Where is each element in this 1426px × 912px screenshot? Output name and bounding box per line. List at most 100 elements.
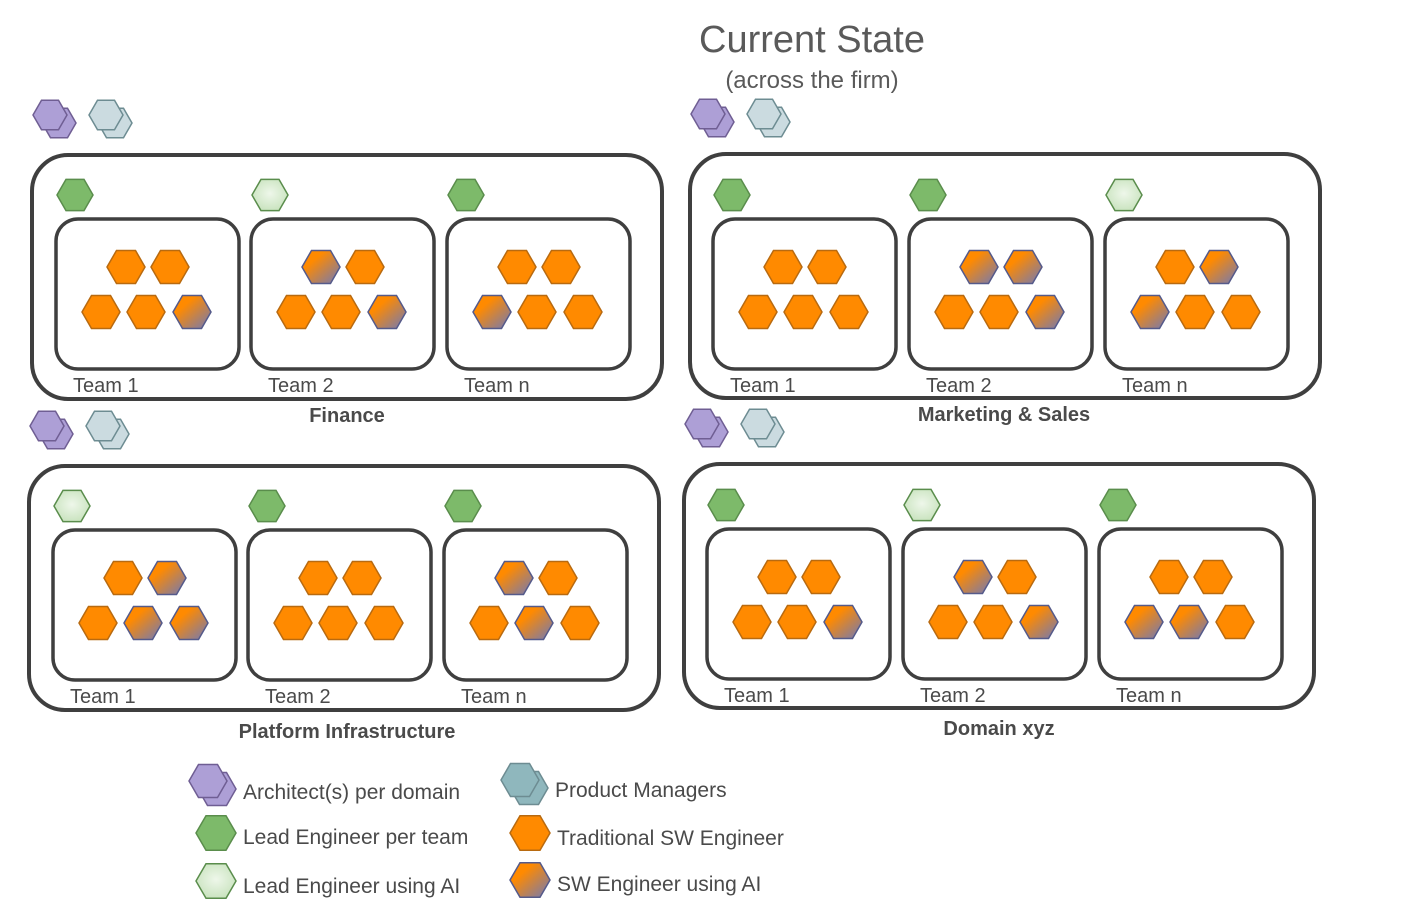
legend-label: Product Managers: [555, 779, 727, 802]
traditional-engineer-icon: [345, 249, 385, 285]
architect-icon-front: [690, 98, 726, 130]
legend-label: Lead Engineer using AI: [243, 875, 460, 898]
lead-engineer-icon: [444, 489, 482, 523]
team-box: [51, 528, 238, 682]
traditional-engineer-icon: [1175, 294, 1215, 330]
team-box: [1103, 217, 1290, 371]
traditional-engineer-icon: [829, 294, 869, 330]
team-1: Team 1: [705, 488, 892, 707]
traditional-engineer-icon: [497, 249, 537, 285]
ai-engineer-icon: [1025, 294, 1065, 330]
traditional-engineer-icon: [126, 294, 166, 330]
team-1: Team 1: [711, 178, 898, 397]
product-manager-icon: [740, 408, 785, 448]
traditional-engineer-icon: [563, 294, 603, 330]
team-label: Team 1: [730, 375, 796, 397]
ai-engineer-icon: [823, 604, 863, 640]
product-manager-icon-front: [88, 99, 124, 131]
ai-engineer-icon: [472, 294, 512, 330]
ai-engineer-icon: [123, 605, 163, 641]
team-box: [445, 217, 632, 371]
traditional-engineer-icon: [783, 294, 823, 330]
architect-icon: [188, 763, 237, 807]
team-box: [1097, 527, 1284, 681]
product-manager-icon: [746, 98, 791, 138]
product-manager-icon: [500, 762, 549, 806]
traditional-engineer-icon: [757, 559, 797, 595]
lead-engineer-icon: [909, 178, 947, 212]
team-label: Team 2: [265, 686, 331, 708]
team-2: Team 2: [901, 488, 1088, 707]
ai-engineer-icon: [1019, 604, 1059, 640]
traditional-engineer-icon: [1221, 294, 1261, 330]
legend-label: SW Engineer using AI: [557, 873, 761, 896]
legend-label: Architect(s) per domain: [243, 781, 460, 804]
architect-icon-front: [684, 408, 720, 440]
traditional-engineer-icon: [81, 294, 121, 330]
ai-engineer-icon: [1003, 249, 1043, 285]
legend-item: SW Engineer using AI: [509, 861, 761, 899]
lead-engineer-icon: [248, 489, 286, 523]
team-2: Team 2: [249, 178, 436, 397]
traditional-engineer-icon: [273, 605, 313, 641]
traditional-engineer-icon: [517, 294, 557, 330]
traditional-engineer-icon: [979, 294, 1019, 330]
architect-icon: [684, 408, 729, 448]
traditional-engineer-icon: [509, 814, 551, 852]
ai-engineer-icon: [494, 560, 534, 596]
traditional-engineer-icon: [732, 604, 772, 640]
team-label: Team 2: [920, 685, 986, 707]
team-3: Team n: [1097, 488, 1284, 707]
traditional-engineer-icon: [541, 249, 581, 285]
team-label: Team n: [464, 375, 530, 397]
ai-engineer-icon: [147, 560, 187, 596]
traditional-engineer-icon: [538, 560, 578, 596]
traditional-engineer-icon: [342, 560, 382, 596]
team-box: [54, 217, 241, 371]
traditional-engineer-icon: [364, 605, 404, 641]
lead-engineer-ai-icon: [1105, 178, 1143, 212]
product-manager-icon-front: [746, 98, 782, 130]
team-label: Team 1: [70, 686, 136, 708]
diagram-title: Current State: [699, 19, 925, 61]
architect-icon: [690, 98, 735, 138]
traditional-engineer-icon: [928, 604, 968, 640]
traditional-engineer-icon: [1149, 559, 1189, 595]
team-3: Team n: [1103, 178, 1290, 397]
traditional-engineer-icon: [777, 604, 817, 640]
ai-engineer-icon: [367, 294, 407, 330]
domain-panel: [30, 153, 664, 401]
ai-engineer-icon: [1199, 249, 1239, 285]
traditional-engineer-icon: [318, 605, 358, 641]
team-box: [907, 217, 1094, 371]
team-box: [442, 528, 629, 682]
team-3: Team n: [445, 178, 632, 397]
legend-item: Architect(s) per domain: [188, 763, 460, 807]
traditional-engineer-icon: [997, 559, 1037, 595]
ai-engineer-icon: [1169, 604, 1209, 640]
lead-engineer-icon: [56, 178, 94, 212]
traditional-engineer-icon: [106, 249, 146, 285]
legend-item: Lead Engineer per team: [195, 814, 468, 852]
team-box: [901, 527, 1088, 681]
traditional-engineer-icon: [298, 560, 338, 596]
traditional-engineer-icon: [560, 605, 600, 641]
product-manager-icon: [88, 99, 133, 139]
diagram-subtitle: (across the firm): [725, 67, 898, 94]
traditional-engineer-icon: [738, 294, 778, 330]
architect-icon-front: [32, 99, 68, 131]
ai-engineer-icon: [172, 294, 212, 330]
traditional-engineer-icon: [469, 605, 509, 641]
team-label: Team n: [1116, 685, 1182, 707]
lead-engineer-ai-icon: [195, 862, 237, 900]
team-box: [711, 217, 898, 371]
lead-engineer-icon: [195, 814, 237, 852]
team-label: Team n: [461, 686, 527, 708]
team-box: [249, 217, 436, 371]
traditional-engineer-icon: [1193, 559, 1233, 595]
domain-panel: [682, 462, 1316, 710]
ai-engineer-icon: [1130, 294, 1170, 330]
